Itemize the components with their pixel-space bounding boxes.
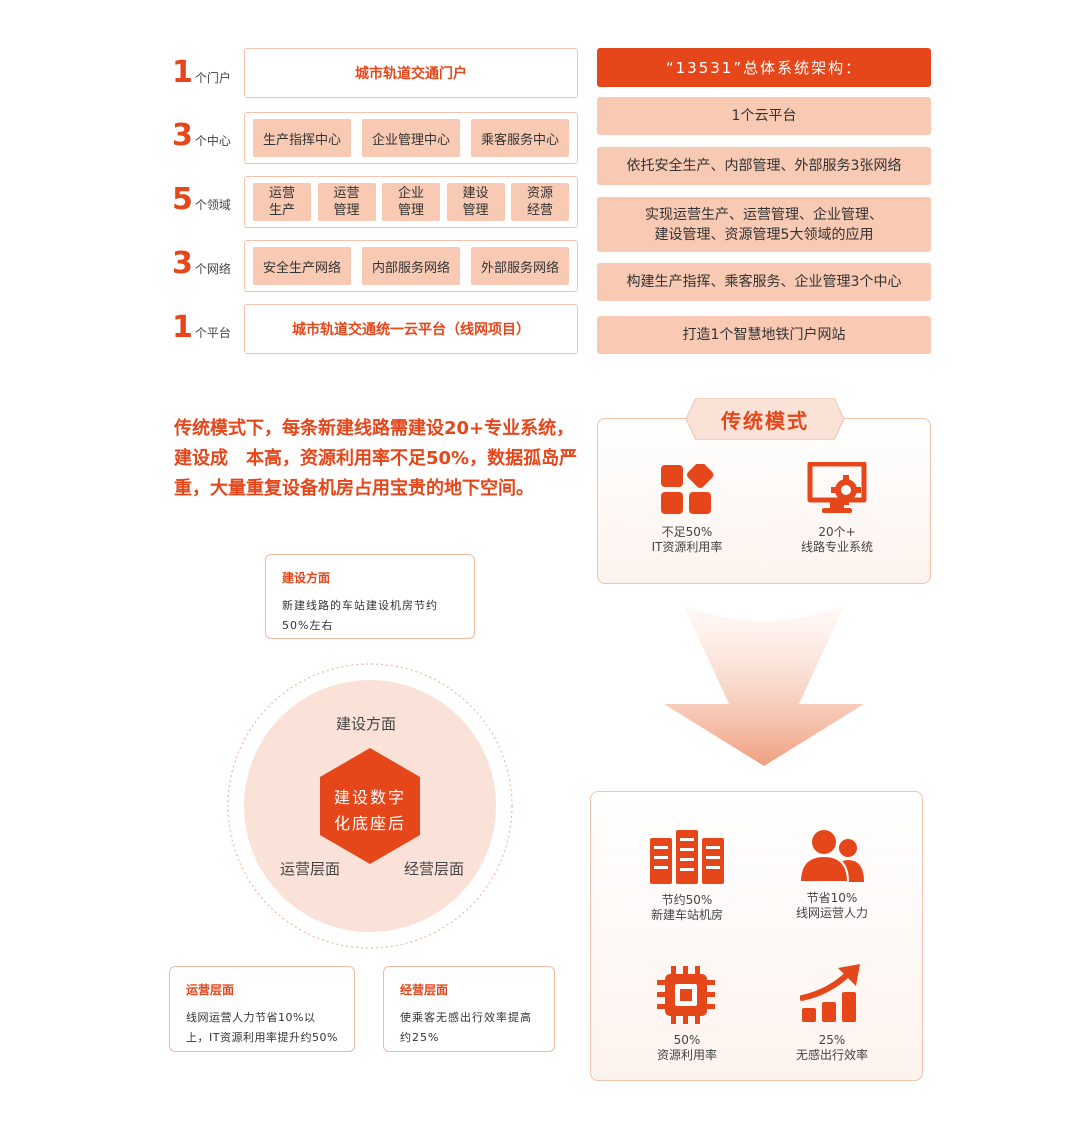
architecture-header: “13531”总体系统架构：	[597, 48, 931, 87]
row-number: 1	[172, 310, 193, 345]
chip-internal-network: 内部服务网络	[362, 247, 460, 285]
traditional-panel	[597, 418, 931, 584]
growth-chart-icon	[800, 964, 860, 1022]
arch-item-networks: 依托安全生产、内部管理、外部服务3张网络	[597, 147, 931, 185]
chip-operation-production: 运营 生产	[253, 183, 311, 221]
grid-blocks-icon	[661, 464, 714, 514]
arch-item-domains: 实现运营生产、运营管理、企业管理、 建设管理、资源管理5大领域的应用	[597, 197, 931, 252]
chip-enterprise-management: 企业管理中心	[362, 119, 460, 157]
row-number: 3	[172, 246, 193, 281]
card-title: 建设方面	[282, 571, 331, 585]
result-1: 节约50% 新建车站机房	[650, 893, 723, 922]
centers-box: 生产指挥中心 企业管理中心 乘客服务中心	[244, 112, 578, 164]
result-3: 50% 资源利用率	[656, 1033, 717, 1062]
chip-construction: 建设 管理	[446, 183, 505, 221]
chip-resource: 资源 经营	[511, 183, 569, 221]
chip-icon	[657, 966, 715, 1024]
row-label-platform: 1 个平台	[172, 313, 231, 343]
row-unit: 个领域	[194, 198, 231, 212]
result-panel	[590, 791, 923, 1081]
row-label-centers: 3 个中心	[172, 121, 231, 151]
users-icon	[800, 828, 864, 883]
platform-box: 城市轨道交通统一云平台（线网项目）	[244, 304, 578, 354]
circle-label-right: 经营层面	[404, 860, 465, 878]
result-2: 节省10% 线网运营人力	[795, 891, 868, 920]
traditional-tab-title: 传统模式	[721, 408, 809, 433]
row-label-portal: 1 个门户	[172, 58, 231, 88]
card-body: 线网运营人力节省10%以上，IT资源利用率提升约50%	[186, 1011, 338, 1044]
networks-box: 安全生产网络 内部服务网络 外部服务网络	[244, 240, 578, 292]
portal-box: 城市轨道交通门户	[244, 48, 578, 98]
chip-safety-network: 安全生产网络	[253, 247, 351, 285]
traditional-description: 传统模式下，每条新建线路需建设20+专业系统，建设成 本高，资源利用率不足50%…	[174, 418, 578, 499]
result-4: 25% 无感出行效率	[795, 1033, 868, 1062]
trad-stat-2: 20个+ 线路专业系统	[800, 525, 873, 554]
chip-production-command: 生产指挥中心	[253, 119, 351, 157]
arch-item-portal: 打造1个智慧地铁门户网站	[597, 316, 931, 354]
chip-passenger-service: 乘客服务中心	[471, 119, 569, 157]
server-rack-icon	[650, 830, 724, 884]
trad-stat-1: 不足50% IT资源利用率	[651, 525, 723, 554]
card-title: 运营层面	[186, 983, 235, 997]
business-card: 经营层面 使乘客无感出行效率提高约25%	[383, 966, 555, 1052]
row-label-networks: 3 个网络	[172, 249, 231, 279]
circle-diagram	[227, 663, 513, 949]
operation-card: 运营层面 线网运营人力节省10%以上，IT资源利用率提升约50%	[169, 966, 355, 1052]
monitor-gear-icon	[807, 462, 867, 513]
arch-item-centers: 构建生产指挥、乘客服务、企业管理3个中心	[597, 263, 931, 301]
card-body: 新建线路的车站建设机房节约50%左右	[282, 599, 438, 632]
row-number: 5	[172, 182, 193, 217]
row-unit: 个平台	[194, 326, 231, 340]
chip-operation-management: 运营 管理	[317, 183, 376, 221]
circle-label-top: 建设方面	[336, 715, 397, 733]
down-arrow-icon	[664, 606, 864, 766]
row-unit: 个中心	[194, 134, 231, 148]
chip-external-network: 外部服务网络	[471, 247, 569, 285]
domains-box: 运营 生产 运营 管理 企业 管理 建设 管理 资源 经营	[244, 176, 578, 228]
row-number: 3	[172, 118, 193, 153]
row-number: 1	[172, 55, 193, 90]
card-body: 使乘客无感出行效率提高约25%	[400, 1011, 532, 1044]
hexagon-center-text: 建设数字 化底座后	[333, 788, 406, 833]
row-label-domains: 5 个领域	[172, 185, 231, 215]
circle-label-left: 运营层面	[280, 860, 341, 878]
card-title: 经营层面	[400, 983, 449, 997]
arch-item-cloud: 1个云平台	[597, 97, 931, 135]
traditional-tab	[686, 398, 844, 440]
construction-card: 建设方面 新建线路的车站建设机房节约50%左右	[265, 554, 475, 639]
chip-enterprise: 企业 管理	[382, 183, 440, 221]
row-unit: 个网络	[194, 262, 231, 276]
row-unit: 个门户	[194, 71, 231, 85]
